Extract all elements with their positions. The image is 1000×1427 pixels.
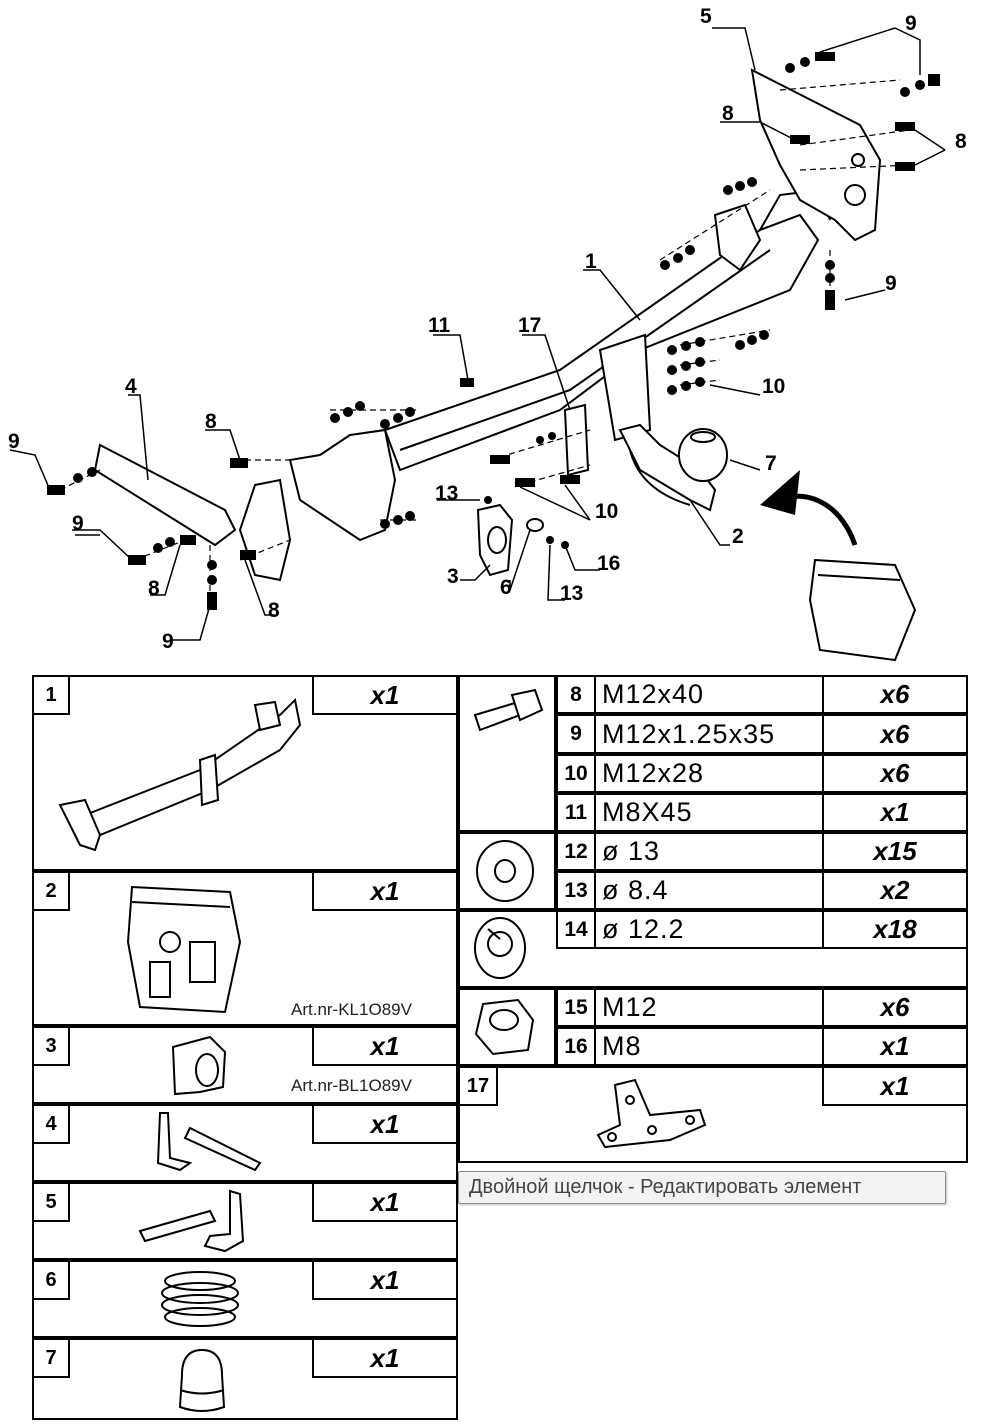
callout-6: 6 [500, 576, 512, 599]
part-quantity: x1 [312, 675, 458, 715]
callout-8: 8 [148, 577, 160, 600]
hardware-spec: M12x1.25x35 [594, 714, 824, 754]
hardware-spec: M8 [594, 1027, 824, 1066]
hardware-number: 16 [556, 1027, 596, 1066]
callout-8: 8 [722, 102, 734, 125]
hardware-spec: M12 [594, 988, 824, 1027]
part-number: 2 [32, 871, 70, 911]
part-quantity: x1 [312, 1182, 458, 1222]
part-quantity: x1 [312, 1026, 458, 1066]
callout-11: 11 [428, 314, 451, 337]
left-bracket-icon [156, 1112, 262, 1172]
exploded-assembly-diagram: 5 9 8 8 1 9 11 17 4 8 9 10 7 13 10 2 9 3… [8, 5, 967, 662]
hardware-number: 15 [556, 988, 596, 1027]
socket-bracket-icon [171, 1035, 227, 1096]
article-number: Art.nr-KL1O89V [291, 1000, 412, 1019]
callout-3: 3 [447, 565, 459, 588]
callout-9: 9 [162, 630, 174, 653]
hardware-quantity: x6 [822, 988, 968, 1027]
callout-13: 13 [435, 482, 458, 505]
spring-washer-icon [474, 917, 526, 979]
callout-8: 8 [205, 410, 217, 433]
edit-element-tooltip: Двойной щелчок - Редактировать элемент [458, 1171, 946, 1204]
part-quantity: x1 [312, 1260, 458, 1300]
callout-9: 9 [905, 12, 917, 35]
part-quantity: x1 [312, 871, 458, 911]
part-quantity: x1 [312, 1104, 458, 1144]
part-number: 17 [458, 1066, 498, 1106]
hardware-spec: M12x40 [594, 675, 824, 714]
part-number: 4 [32, 1104, 70, 1144]
callout-4: 4 [125, 375, 137, 398]
right-bracket-icon [138, 1189, 245, 1253]
washer-icon [476, 840, 534, 902]
nut-icon [474, 998, 535, 1056]
part-number: 5 [32, 1182, 70, 1222]
crossbar-icon [58, 697, 302, 852]
callout-10: 10 [595, 500, 618, 523]
hardware-number: 10 [556, 754, 596, 793]
article-number: Art.nr-BL1O89V [291, 1076, 412, 1095]
hardware-number: 9 [556, 714, 596, 754]
hardware-quantity: x2 [822, 871, 968, 910]
callout-13: 13 [560, 582, 583, 605]
hardware-number: 12 [556, 832, 596, 871]
bolt-icon [473, 688, 544, 732]
callout-16: 16 [597, 552, 620, 575]
hardware-quantity: x1 [822, 1027, 968, 1066]
part-quantity: x1 [822, 1066, 968, 1106]
towball-assembly-icon [126, 885, 242, 1014]
part-number: 6 [32, 1260, 70, 1300]
spring-icon [161, 1271, 239, 1327]
hardware-quantity: x6 [822, 754, 968, 793]
part-number: 7 [32, 1338, 70, 1378]
callout-2: 2 [732, 525, 744, 548]
hardware-spec: ø 13 [594, 832, 824, 871]
callout-9: 9 [885, 272, 897, 295]
callout-17: 17 [518, 314, 541, 337]
hardware-spec: M8X45 [594, 793, 824, 832]
hardware-quantity: x1 [822, 793, 968, 832]
callout-8: 8 [268, 599, 280, 622]
callout-10: 10 [762, 375, 785, 398]
hardware-number: 13 [556, 871, 596, 910]
hardware-quantity: x18 [822, 910, 968, 949]
mounting-bracket-icon [596, 1078, 707, 1149]
hardware-quantity: x6 [822, 714, 968, 754]
part-quantity: x1 [312, 1338, 458, 1378]
hardware-spec: ø 8.4 [594, 871, 824, 910]
callout-1: 1 [585, 250, 597, 273]
hardware-spec: M12x28 [594, 754, 824, 793]
callout-5: 5 [700, 5, 712, 28]
hardware-number: 11 [556, 793, 596, 832]
part-number: 1 [32, 675, 70, 715]
part-number: 3 [32, 1026, 70, 1066]
hardware-quantity: x6 [822, 675, 968, 714]
callout-9: 9 [8, 430, 20, 453]
callout-9: 9 [72, 512, 84, 535]
hardware-quantity: x15 [822, 832, 968, 871]
towball-cap-icon [178, 1348, 226, 1412]
hardware-number: 8 [556, 675, 596, 714]
callout-8: 8 [955, 130, 967, 153]
hardware-spec: ø 12.2 [594, 910, 824, 949]
hardware-number: 14 [556, 910, 596, 949]
callout-7: 7 [765, 452, 777, 475]
